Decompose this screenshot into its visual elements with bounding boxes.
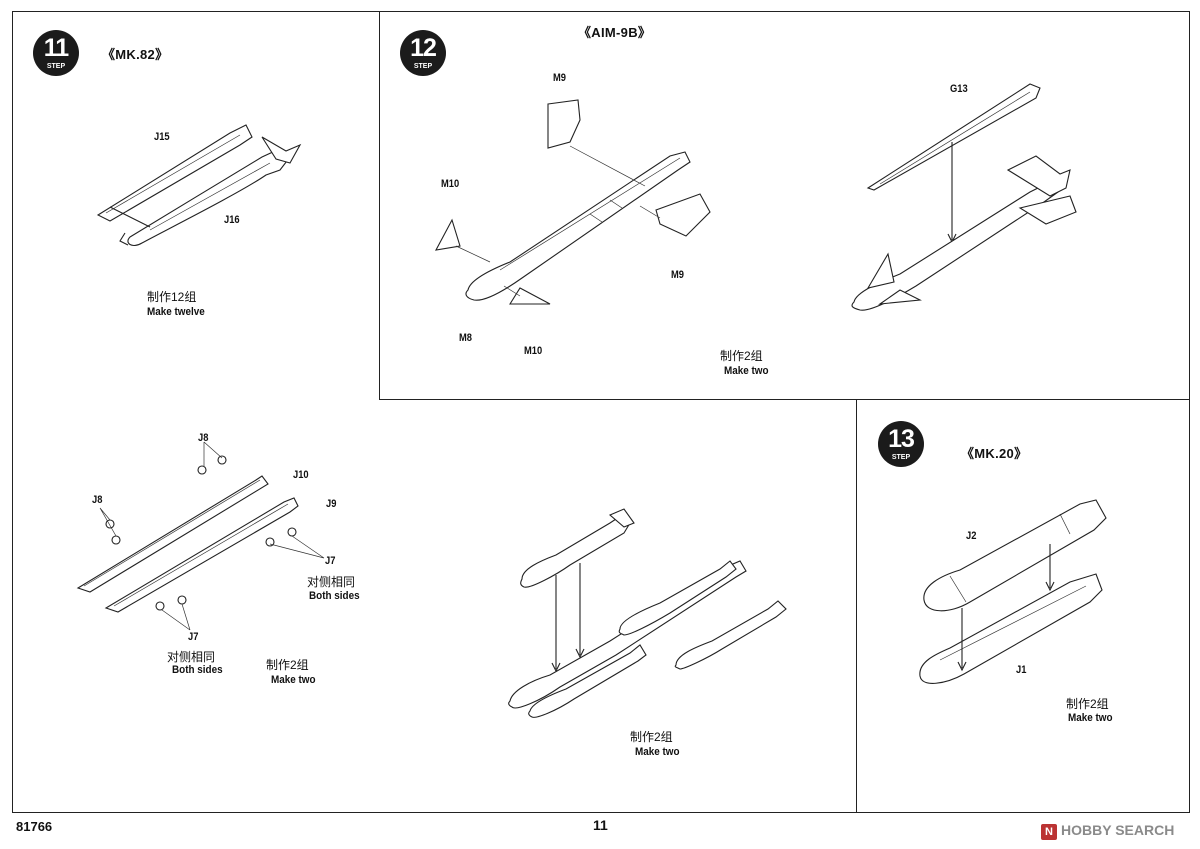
step-11-title: 《MK.82》 bbox=[102, 47, 169, 62]
watermark-logo-icon: N bbox=[1041, 824, 1057, 840]
part-label-j7-bottom: J7 bbox=[188, 631, 199, 643]
step-13-badge: 13 STEP bbox=[878, 421, 924, 467]
part-label-j15: J15 bbox=[154, 131, 170, 143]
step-13-caption-en: Make two bbox=[1068, 712, 1113, 724]
step13-frame bbox=[856, 399, 1190, 813]
aim9b-exploded-drawing bbox=[434, 99, 711, 305]
rack-bottom-both-sides-cn: 对侧相同 bbox=[167, 650, 216, 664]
rack-both-sides-cn: 对侧相同 bbox=[307, 575, 356, 589]
step12-frame bbox=[379, 11, 1190, 400]
part-label-j10: J10 bbox=[293, 469, 309, 481]
bomb-rack-assembly-drawing bbox=[508, 508, 787, 718]
part-label-j9: J9 bbox=[326, 498, 337, 510]
step-11-badge: 11 STEP bbox=[33, 30, 79, 76]
kit-number: 81766 bbox=[16, 819, 53, 834]
part-label-j1: J1 bbox=[1016, 664, 1027, 676]
step-11-number: 11 bbox=[43, 34, 69, 62]
part-label-g13: G13 bbox=[950, 83, 968, 95]
aim9b-assembled-drawing bbox=[851, 83, 1077, 311]
part-label-m10-left: M10 bbox=[441, 178, 460, 190]
step-12-label: STEP bbox=[413, 63, 433, 70]
step-13-title: 《MK.20》 bbox=[961, 446, 1028, 461]
part-label-m8: M8 bbox=[459, 332, 472, 344]
watermark-text: HOBBY SEARCH bbox=[1061, 822, 1175, 838]
rack-both-sides-en: Both sides bbox=[309, 590, 360, 602]
step-13-label: STEP bbox=[891, 454, 911, 461]
assembly-caption-cn: 制作2组 bbox=[630, 730, 673, 744]
page-number: 11 bbox=[593, 817, 608, 833]
part-label-j16: J16 bbox=[224, 214, 240, 226]
part-label-m9-top: M9 bbox=[553, 72, 566, 84]
part-label-j8-left: J8 bbox=[92, 494, 103, 506]
mk20-drawing bbox=[919, 499, 1107, 684]
part-label-j2: J2 bbox=[966, 530, 977, 542]
assembly-caption-en: Make two bbox=[635, 746, 680, 758]
rack-caption-en: Make two bbox=[271, 674, 316, 686]
step-11-caption-en: Make twelve bbox=[147, 306, 205, 318]
step-12-badge: 12 STEP bbox=[400, 30, 446, 76]
part-label-j7-right: J7 bbox=[325, 555, 336, 567]
step-12-title: 《AIM-9B》 bbox=[578, 25, 652, 40]
part-label-m9-right: M9 bbox=[671, 269, 684, 281]
rack-caption-cn: 制作2组 bbox=[266, 658, 309, 672]
step-13-caption-cn: 制作2组 bbox=[1066, 697, 1109, 711]
rack-drawing bbox=[76, 441, 325, 631]
step-11-caption-cn: 制作12组 bbox=[147, 290, 197, 304]
step-11-label: STEP bbox=[46, 63, 66, 70]
part-label-j8-top: J8 bbox=[198, 432, 209, 444]
step-12-number: 12 bbox=[410, 34, 437, 62]
mk82-drawing bbox=[96, 124, 302, 246]
step-13-number: 13 bbox=[888, 425, 915, 453]
rack-bottom-both-sides-en: Both sides bbox=[172, 664, 223, 676]
step-12-caption-en: Make two bbox=[724, 365, 769, 377]
step-12-caption-cn: 制作2组 bbox=[720, 349, 763, 363]
part-label-m10-bottom: M10 bbox=[524, 345, 543, 357]
